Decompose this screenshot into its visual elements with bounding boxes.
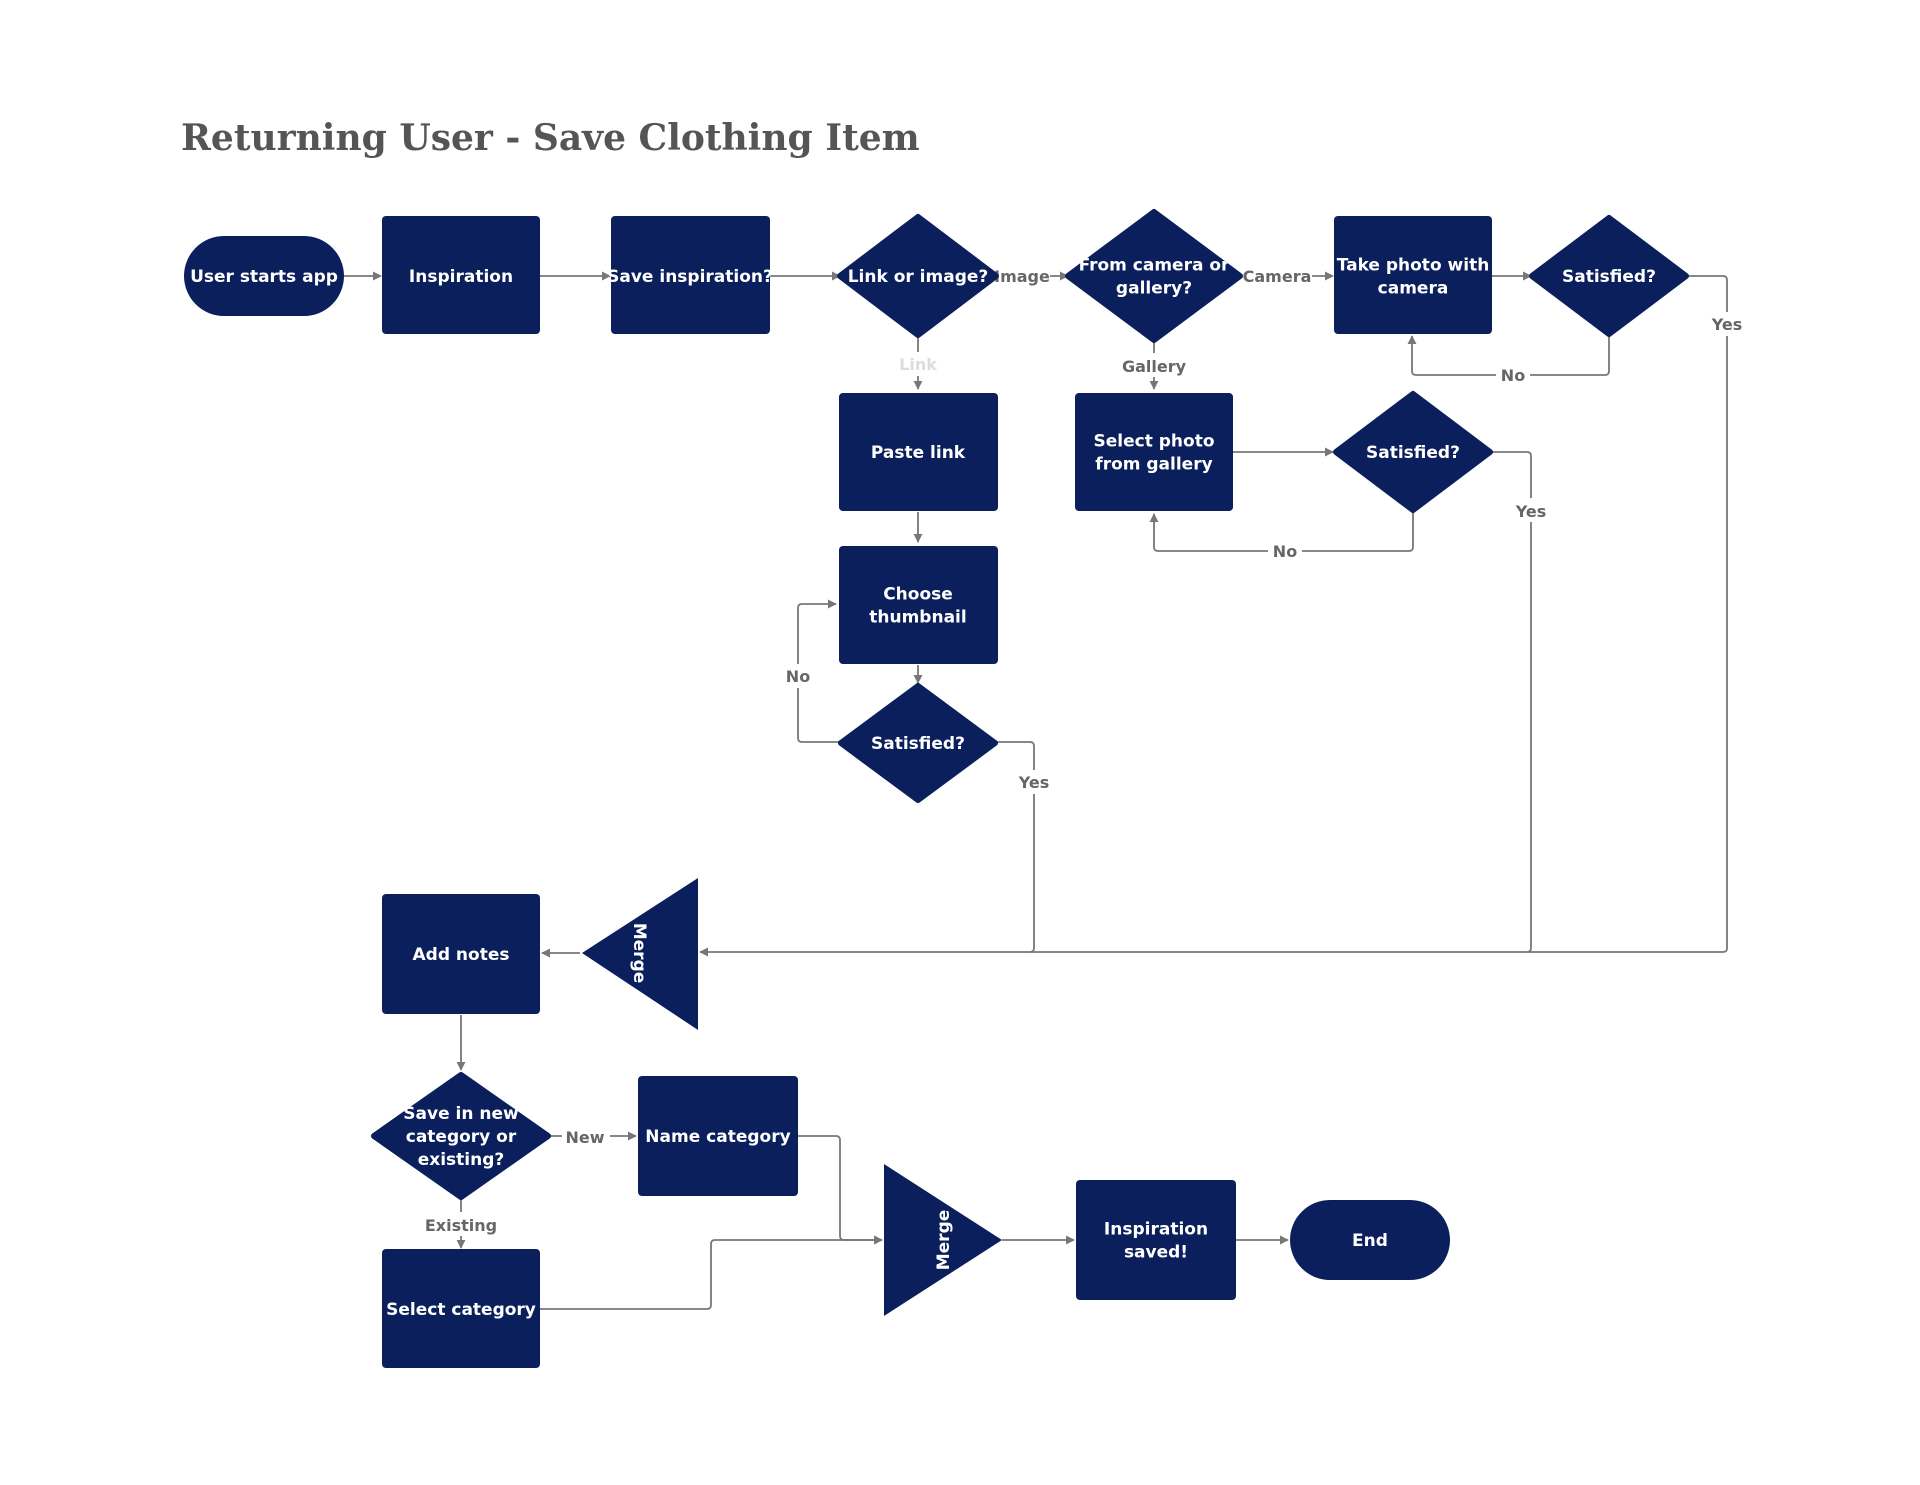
edge-label-yes-gallery: Yes xyxy=(1515,502,1547,521)
edge-label-yes-camera: Yes xyxy=(1711,315,1743,334)
node-label-line: Inspiration xyxy=(409,267,513,287)
edge-label-camera: Camera xyxy=(1243,267,1312,286)
save-inspiration-step-label: Save inspiration? xyxy=(607,267,773,287)
edge-label-link: Link xyxy=(899,355,937,374)
node-label-line: Inspiration xyxy=(1104,1220,1208,1240)
edge-label-image: Image xyxy=(994,267,1050,286)
save-category-decision-label: Save in new category or existing? xyxy=(403,1104,519,1170)
node-label-line: Save inspiration? xyxy=(607,267,773,287)
edge-label-new: New xyxy=(565,1128,604,1147)
node-label-line: from gallery xyxy=(1095,455,1212,475)
edge-label-gallery: Gallery xyxy=(1122,357,1187,376)
camera-or-gallery-decision[interactable]: From camera or gallery? xyxy=(1065,209,1243,343)
add-notes-step-label: Add notes xyxy=(413,945,510,965)
edge-labels: Image Camera Gallery Link Yes No Yes No … xyxy=(420,263,1744,1236)
node-label-line: category or xyxy=(406,1127,517,1147)
edge-label-no-thumbnail: No xyxy=(786,667,810,686)
choose-thumbnail-step[interactable]: Choose thumbnail xyxy=(839,546,998,664)
node-label-line: Choose xyxy=(883,585,953,605)
node-label-line: saved! xyxy=(1124,1243,1188,1263)
node-label-line: Merge xyxy=(934,1210,954,1271)
satisfied-thumbnail-decision-label: Satisfied? xyxy=(871,734,965,754)
node-label-line: Take photo with xyxy=(1337,256,1490,276)
merge-2-label: Merge xyxy=(934,1210,954,1271)
node-label-line: Satisfied? xyxy=(1366,443,1460,463)
merge-1[interactable]: Merge xyxy=(582,878,698,1030)
node-label-line: Paste link xyxy=(871,443,966,463)
node-label-line: Link or image? xyxy=(848,267,989,287)
node-label-line: existing? xyxy=(418,1150,505,1170)
node-label-line: User starts app xyxy=(190,267,338,287)
link-or-image-decision-label: Link or image? xyxy=(848,267,989,287)
satisfied-thumbnail-decision[interactable]: Satisfied? xyxy=(838,683,998,803)
start-terminal[interactable]: User starts app xyxy=(184,236,344,316)
node-label-line: camera xyxy=(1378,279,1449,299)
paste-link-step[interactable]: Paste link xyxy=(839,393,998,511)
choose-thumbnail-step-label: Choose thumbnail xyxy=(869,585,966,628)
node-label-line: Satisfied? xyxy=(1562,267,1656,287)
end-terminal-label: End xyxy=(1352,1231,1388,1251)
camera-or-gallery-decision-label: From camera or gallery? xyxy=(1079,256,1230,299)
take-photo-step-label: Take photo with camera xyxy=(1337,256,1490,299)
edge-select-category-to-merge xyxy=(540,1235,883,1310)
satisfied-camera-decision[interactable]: Satisfied? xyxy=(1529,215,1689,337)
satisfied-gallery-decision[interactable]: Satisfied? xyxy=(1333,391,1493,513)
take-photo-step[interactable]: Take photo with camera xyxy=(1334,216,1492,334)
node-label-line: Select category xyxy=(386,1300,536,1320)
name-category-step-label: Name category xyxy=(645,1127,790,1147)
end-terminal[interactable]: End xyxy=(1290,1200,1450,1280)
inspiration-step[interactable]: Inspiration xyxy=(382,216,540,334)
node-label-line: thumbnail xyxy=(869,608,966,628)
save-inspiration-step[interactable]: Save inspiration? xyxy=(607,216,773,334)
node-label-line: Add notes xyxy=(413,945,510,965)
edges xyxy=(344,271,1728,1310)
node-label-line: End xyxy=(1352,1231,1388,1251)
select-photo-step[interactable]: Select photo from gallery xyxy=(1075,393,1233,511)
node-label-line: Select photo xyxy=(1093,432,1214,452)
nodes: User starts app Inspiration Save inspira… xyxy=(184,209,1689,1368)
link-or-image-decision[interactable]: Link or image? xyxy=(837,214,999,338)
node-label-line: Save in new xyxy=(403,1104,519,1124)
node-label-line: Name category xyxy=(645,1127,790,1147)
save-category-decision[interactable]: Save in new category or existing? xyxy=(371,1072,551,1200)
satisfied-camera-decision-label: Satisfied? xyxy=(1562,267,1656,287)
edge-label-existing: Existing xyxy=(425,1216,497,1235)
start-terminal-label: User starts app xyxy=(190,267,338,287)
select-category-step[interactable]: Select category xyxy=(382,1249,540,1368)
edge-yes-thumbnail xyxy=(995,741,1035,953)
merge-1-label: Merge xyxy=(629,923,649,984)
inspiration-saved-step-label: Inspiration saved! xyxy=(1104,1220,1208,1263)
satisfied-gallery-decision-label: Satisfied? xyxy=(1366,443,1460,463)
select-photo-step-label: Select photo from gallery xyxy=(1093,432,1214,475)
inspiration-saved-step[interactable]: Inspiration saved! xyxy=(1076,1180,1236,1300)
diagram-title: Returning User - Save Clothing Item xyxy=(181,117,920,159)
select-category-step-label: Select category xyxy=(386,1300,536,1320)
edge-label-no-gallery: No xyxy=(1273,542,1297,561)
node-label-line: Satisfied? xyxy=(871,734,965,754)
node-label-line: From camera or xyxy=(1079,256,1230,276)
name-category-step[interactable]: Name category xyxy=(638,1076,798,1196)
node-label-line: Merge xyxy=(629,923,649,984)
inspiration-step-label: Inspiration xyxy=(409,267,513,287)
edge-yes-gallery xyxy=(1490,451,1532,953)
edge-label-no-camera: No xyxy=(1501,366,1525,385)
edge-name-category-to-merge xyxy=(798,1135,883,1245)
node-label-line: gallery? xyxy=(1116,279,1192,299)
paste-link-step-label: Paste link xyxy=(871,443,966,463)
edge-yes-camera xyxy=(699,275,1728,957)
add-notes-step[interactable]: Add notes xyxy=(382,894,540,1014)
merge-2[interactable]: Merge xyxy=(884,1164,1002,1316)
edge-label-yes-thumbnail: Yes xyxy=(1018,773,1050,792)
